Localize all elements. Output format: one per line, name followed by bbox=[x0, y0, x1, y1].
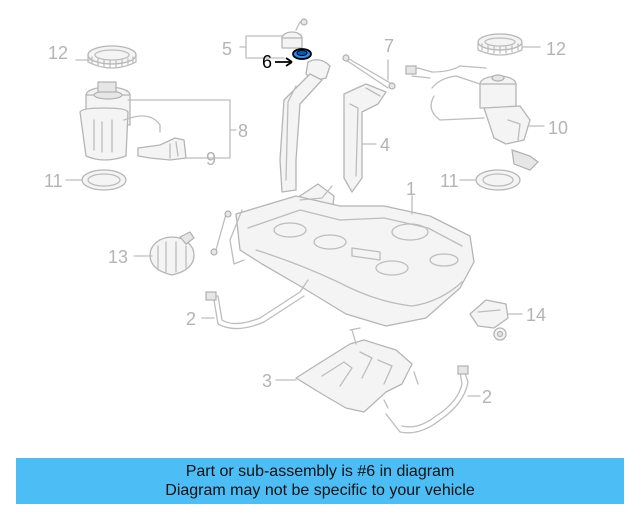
callout-1: 1 bbox=[406, 179, 417, 199]
fuel-pump-module-left bbox=[79, 81, 161, 161]
filler-neck-pipe bbox=[279, 59, 335, 219]
callout-7: 7 bbox=[384, 36, 395, 56]
vent-tube bbox=[342, 54, 396, 90]
filler-neck-seal-highlighted bbox=[292, 48, 312, 60]
fuel-pump-module-right bbox=[405, 65, 539, 171]
callout-11-left: 11 bbox=[44, 171, 63, 191]
lock-ring-left bbox=[87, 45, 137, 69]
heat-shield-lower bbox=[295, 327, 419, 413]
callout-14: 14 bbox=[526, 305, 547, 325]
callout-9: 9 bbox=[206, 149, 217, 169]
lock-ring-right bbox=[477, 33, 523, 56]
callout-3: 3 bbox=[262, 371, 273, 391]
fuel-level-sender bbox=[137, 137, 187, 161]
callout-6-highlighted: 6 bbox=[262, 52, 273, 72]
heat-shield-upper bbox=[343, 83, 387, 193]
tank-strap-left bbox=[205, 279, 309, 330]
callout-8: 8 bbox=[238, 121, 249, 141]
banner-line-part: Part or sub-assembly is #6 in diagram bbox=[185, 463, 455, 480]
banner-line-disclaimer: Diagram may not be specific to your vehi… bbox=[165, 482, 475, 499]
callout-13: 13 bbox=[108, 247, 129, 267]
callout-12-left: 12 bbox=[48, 43, 69, 63]
callout-4: 4 bbox=[380, 135, 391, 155]
callout-5: 5 bbox=[222, 39, 233, 59]
callout-2-right: 2 bbox=[482, 387, 493, 407]
info-banner: Part or sub-assembly is #6 in diagram Di… bbox=[16, 458, 624, 504]
callout-2-left: 2 bbox=[186, 309, 197, 329]
bracket-5 bbox=[239, 35, 285, 59]
callout-12-right: 12 bbox=[546, 39, 567, 59]
pressure-sensor bbox=[469, 299, 509, 341]
fuel-filter bbox=[149, 231, 195, 276]
seal-ring-left bbox=[81, 169, 127, 191]
tank-strap-right bbox=[385, 365, 469, 434]
fuel-tank bbox=[210, 185, 475, 327]
seal-ring-right bbox=[475, 169, 521, 191]
callout-11-right: 11 bbox=[440, 171, 459, 191]
bracket-8 bbox=[127, 99, 231, 159]
filler-cap bbox=[281, 18, 308, 49]
callout-10: 10 bbox=[548, 118, 569, 138]
